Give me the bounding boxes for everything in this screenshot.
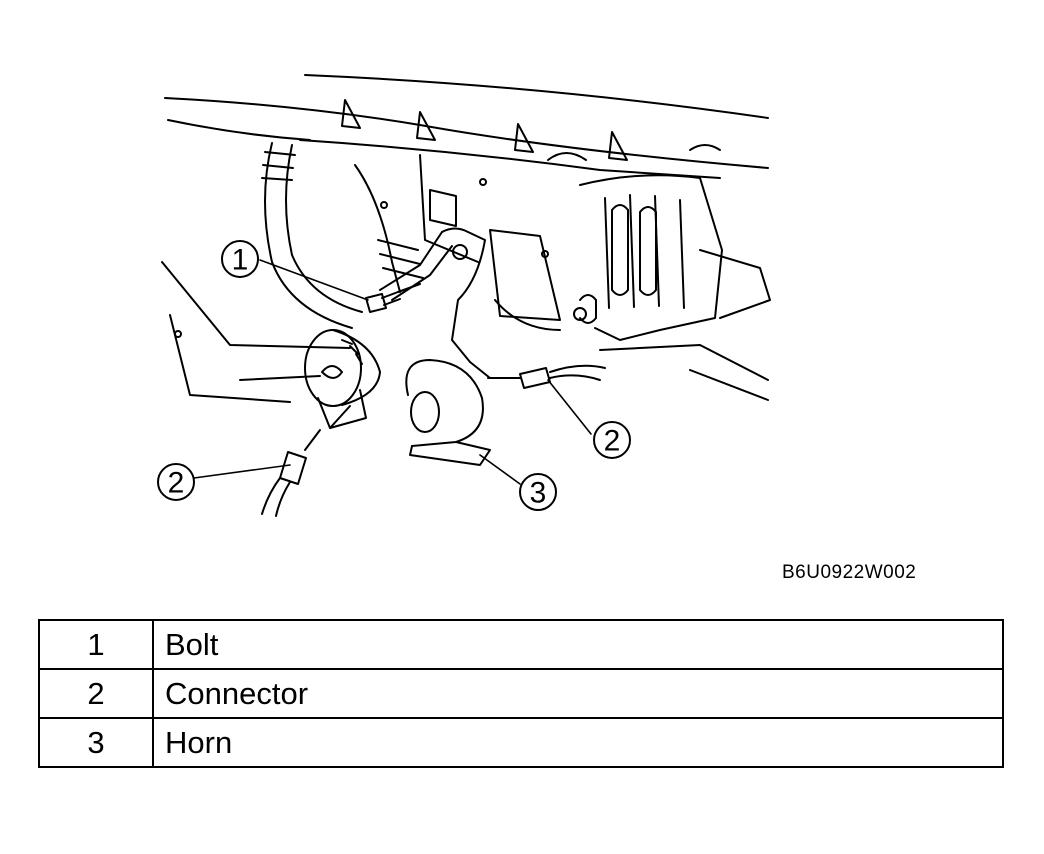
horn-left xyxy=(304,329,381,429)
legend-table: 1 Bolt 2 Connector 3 Horn xyxy=(38,619,1004,768)
horn-bracket xyxy=(379,227,491,379)
callout-circle-1 xyxy=(221,240,259,278)
callout-circle-2-right xyxy=(593,421,631,459)
connector-right xyxy=(487,364,606,389)
legend-label: Horn xyxy=(152,717,1004,768)
legend-number: 3 xyxy=(38,717,154,768)
engine-block xyxy=(573,174,771,401)
legend-label: Connector xyxy=(152,668,1004,719)
bolt xyxy=(365,283,421,313)
connector-left xyxy=(261,429,321,517)
callout-label-2-right: 2 xyxy=(604,425,621,458)
callout-circle-3 xyxy=(519,473,557,511)
callout-circles xyxy=(157,240,631,511)
figure-code: B6U0922W002 xyxy=(782,562,917,583)
table-row: 2 Connector xyxy=(38,668,1004,719)
callout-label-1: 1 xyxy=(232,244,249,277)
hose xyxy=(261,142,363,329)
legend-label: Bolt xyxy=(152,619,1004,670)
callout-label-3: 3 xyxy=(530,477,547,510)
legend-number: 2 xyxy=(38,668,154,719)
callout-leaders xyxy=(193,259,592,485)
horn-right xyxy=(405,359,491,466)
table-row: 3 Horn xyxy=(38,717,1004,768)
side-member xyxy=(354,154,561,331)
table-row: 1 Bolt xyxy=(38,619,1004,670)
legend-number: 1 xyxy=(38,619,154,670)
callout-circle-2-left xyxy=(157,463,195,501)
bumper-beam xyxy=(164,74,769,179)
callout-label-2-left: 2 xyxy=(168,467,185,500)
horn-mounting-illustration: 1 2 2 3 xyxy=(157,74,771,517)
